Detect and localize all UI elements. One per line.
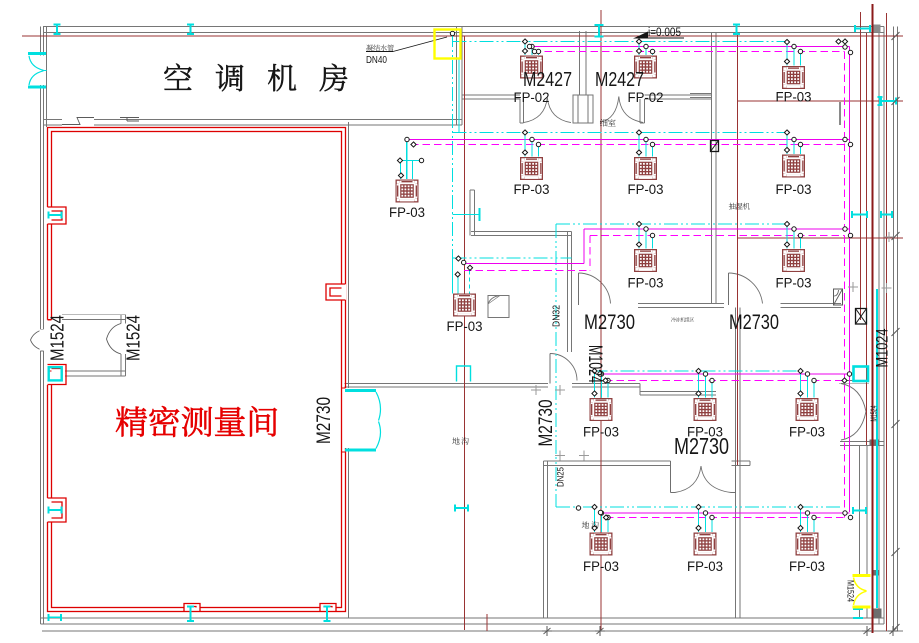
svg-text:M2427: M2427 <box>523 69 572 91</box>
svg-text:FP-03: FP-03 <box>389 205 425 220</box>
svg-text:DN40: DN40 <box>366 54 387 66</box>
svg-text:FP-03: FP-03 <box>776 90 812 105</box>
svg-text:FP-03: FP-03 <box>687 425 723 440</box>
svg-text:M2730: M2730 <box>535 399 557 446</box>
svg-text:DN25: DN25 <box>556 467 567 487</box>
svg-text:FP-03: FP-03 <box>514 182 550 197</box>
svg-text:FP-03: FP-03 <box>687 559 723 574</box>
svg-text:M1524: M1524 <box>846 580 856 602</box>
svg-text:i=0.005: i=0.005 <box>648 27 681 39</box>
svg-text:FP-03: FP-03 <box>583 559 619 574</box>
svg-text:FP-03: FP-03 <box>776 276 812 291</box>
svg-text:M1024: M1024 <box>584 345 605 383</box>
svg-text:FP-03: FP-03 <box>628 182 664 197</box>
svg-text:M1024: M1024 <box>873 329 892 368</box>
svg-text:FP-03: FP-03 <box>789 559 825 574</box>
svg-text:M1524: M1524 <box>870 405 879 421</box>
svg-text:FP-02: FP-02 <box>514 90 550 105</box>
svg-text:M2427: M2427 <box>595 69 644 91</box>
svg-text:FP-03: FP-03 <box>789 425 825 440</box>
svg-text:FP-03: FP-03 <box>628 276 664 291</box>
svg-text:FP-03: FP-03 <box>447 319 483 334</box>
svg-text:M2730: M2730 <box>729 311 779 334</box>
svg-text:M2730: M2730 <box>674 433 729 459</box>
svg-text:FP-02: FP-02 <box>628 90 664 105</box>
svg-text:FP-03: FP-03 <box>583 425 619 440</box>
svg-text:M2730: M2730 <box>584 311 635 334</box>
svg-text:M1524: M1524 <box>48 315 68 361</box>
svg-text:M1524: M1524 <box>124 315 144 361</box>
svg-text:M2730: M2730 <box>313 397 335 444</box>
svg-text:DN32: DN32 <box>551 305 563 327</box>
svg-text:FP-03: FP-03 <box>776 182 812 197</box>
